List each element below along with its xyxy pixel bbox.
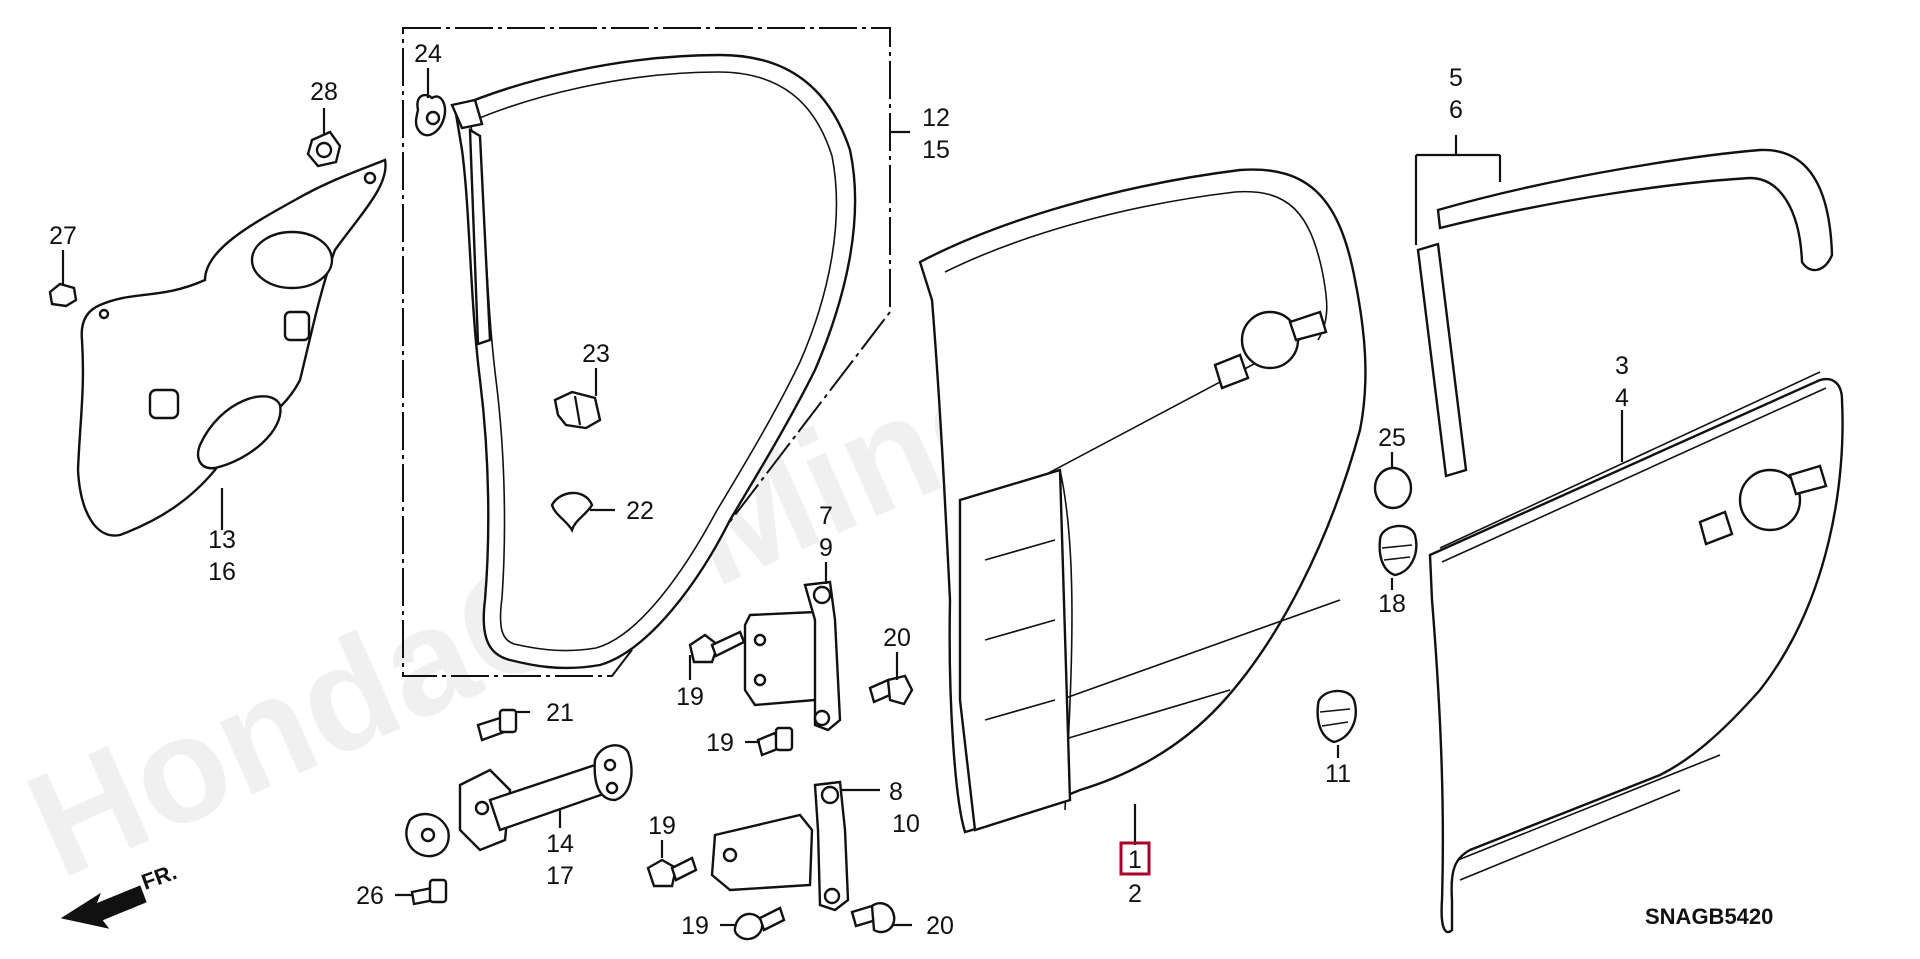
label-11: 11 — [1325, 760, 1351, 788]
label-27: 27 — [49, 222, 77, 250]
door-molding-5-6-part[interactable] — [1416, 148, 1834, 478]
highlight-box-1 — [1119, 841, 1151, 876]
label-14: 14 — [546, 830, 574, 858]
label-10: 10 — [892, 810, 920, 838]
label-20a: 20 — [883, 624, 911, 652]
label-12: 12 — [922, 104, 950, 132]
label-25: 25 — [1378, 424, 1406, 452]
label-2: 2 — [1128, 880, 1142, 908]
weatherstrip-12-15-part[interactable] — [450, 53, 857, 670]
label-4: 4 — [1615, 384, 1629, 412]
leader-lines — [61, 68, 1624, 927]
label-18: 18 — [1378, 590, 1406, 618]
clip-24-part[interactable] — [414, 94, 447, 137]
lower-hinge-8-10-part[interactable] — [710, 780, 850, 912]
plug-18-part[interactable] — [1378, 524, 1418, 577]
grommet-25-part[interactable] — [1373, 466, 1413, 510]
plug-11-part[interactable] — [1316, 689, 1357, 744]
bolt-19b-part[interactable] — [756, 726, 794, 757]
label-20b: 20 — [926, 912, 954, 940]
label-6: 6 — [1449, 96, 1463, 124]
bolt-20a-part[interactable] — [868, 674, 914, 706]
door-insulator-part[interactable] — [76, 158, 387, 537]
front-arrow-icon — [60, 885, 147, 929]
label-24: 24 — [414, 40, 442, 68]
label-16: 16 — [208, 558, 236, 586]
bolt-21-part[interactable] — [476, 708, 518, 742]
diagram-code: SNAGB5420 — [1645, 904, 1773, 929]
bolt-19a-part[interactable] — [688, 630, 746, 664]
rear-door-frame-1-2-part[interactable] — [918, 168, 1367, 834]
nut-28-part[interactable] — [306, 130, 342, 168]
label-23: 23 — [582, 340, 610, 368]
label-19a: 19 — [676, 683, 704, 711]
clip-23-part[interactable] — [553, 390, 602, 430]
label-1: 1 — [1128, 846, 1142, 874]
label-9: 9 — [819, 534, 833, 562]
label-19c: 19 — [648, 812, 676, 840]
label-26: 26 — [356, 882, 384, 910]
rear-door-skin-3-4-part[interactable] — [1428, 371, 1844, 934]
label-15: 15 — [922, 136, 950, 164]
label-22: 22 — [626, 497, 654, 525]
clip-22-part[interactable] — [550, 491, 594, 533]
bolt-19d-part[interactable] — [733, 906, 786, 941]
label-28: 28 — [310, 78, 338, 106]
door-checker-14-17-part[interactable] — [405, 744, 633, 858]
bolt-26-part[interactable] — [410, 878, 448, 906]
clip-27-part[interactable] — [48, 268, 78, 308]
label-3: 3 — [1615, 352, 1629, 380]
label-13: 13 — [208, 526, 236, 554]
label-7: 7 — [819, 502, 833, 530]
label-5: 5 — [1449, 64, 1463, 92]
label-21: 21 — [546, 699, 574, 727]
weatherstrip-group-frame — [402, 27, 891, 677]
callout-labels: 24 28 27 12 15 23 22 13 16 7 9 20 19 19 … — [49, 40, 1629, 940]
upper-hinge-7-9-part[interactable] — [743, 580, 842, 732]
label-19b: 19 — [706, 729, 734, 757]
label-17: 17 — [546, 862, 574, 890]
label-19d: 19 — [681, 912, 709, 940]
label-8: 8 — [889, 778, 903, 806]
bolt-19c-part[interactable] — [646, 856, 698, 888]
bolt-20b-part[interactable] — [850, 902, 896, 934]
